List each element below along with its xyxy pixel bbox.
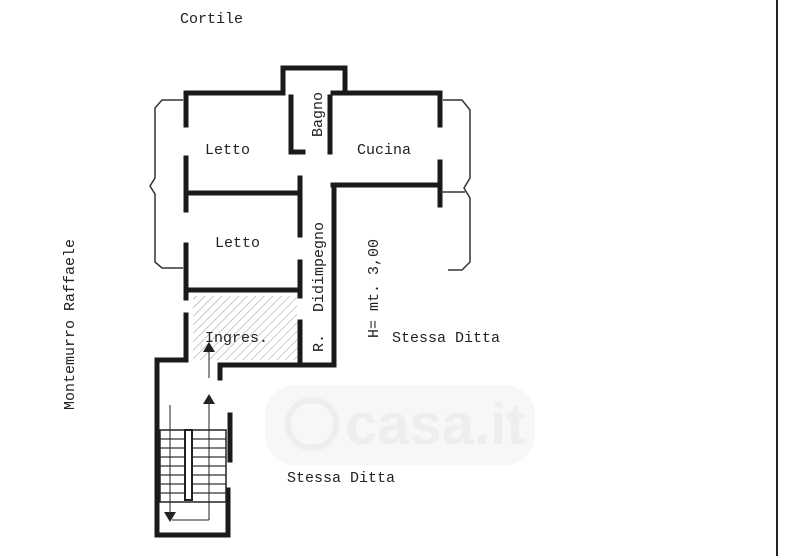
label-bedroom-1: Letto [205, 142, 250, 159]
walls [154, 65, 443, 538]
label-bedroom-2: Letto [215, 235, 260, 252]
label-kitchen: Cucina [357, 142, 411, 159]
label-bathroom: Bagno [310, 92, 327, 137]
label-entrance: Ingres. [205, 330, 268, 347]
bay-windows [149, 99, 471, 271]
label-ceiling-height: H= mt. 3,00 [366, 239, 383, 338]
label-neighbor-bottom: Stessa Ditta [287, 470, 395, 487]
watermark: casa.it [265, 385, 535, 465]
label-courtyard: Cortile [180, 11, 243, 28]
label-neighbor-left: Montemurro Raffaele [62, 239, 79, 410]
label-corridor: Didimpegno [311, 222, 328, 312]
label-storage: R. [311, 334, 328, 352]
label-neighbor-right: Stessa Ditta [392, 330, 500, 347]
svg-text:casa.it: casa.it [345, 392, 526, 457]
staircase [159, 342, 227, 522]
